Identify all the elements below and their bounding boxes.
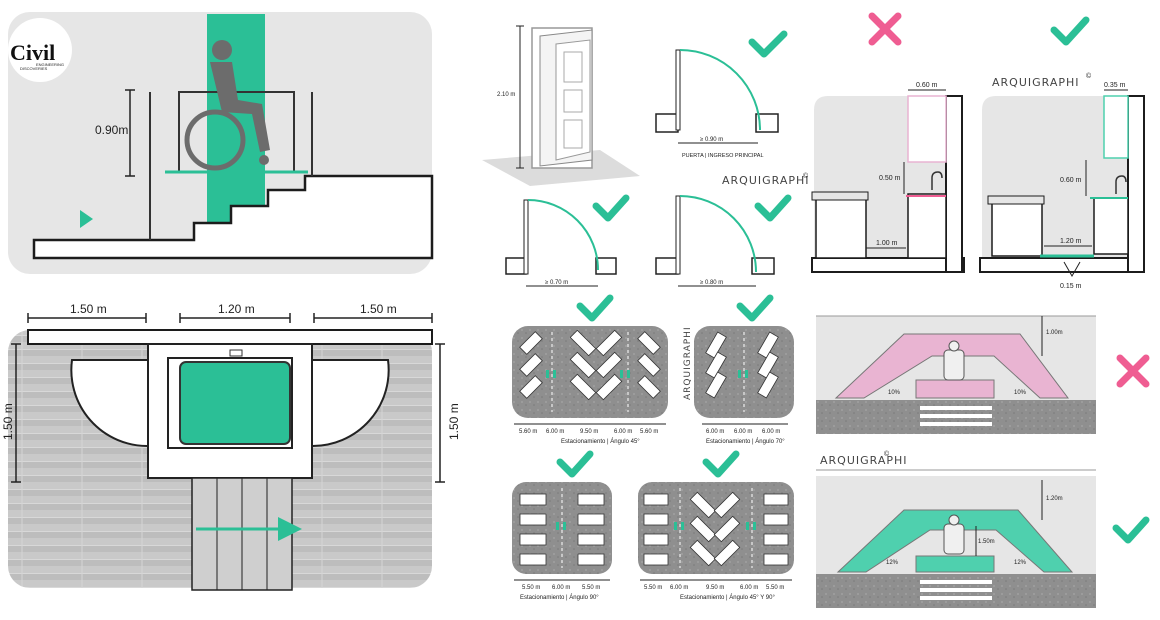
logo-text: Civil [10, 40, 55, 65]
check-mark-icon [748, 30, 788, 58]
sink-right-gap: 0.60 m [1060, 177, 1082, 184]
brand-copyright-doors: © [803, 172, 809, 180]
brand-mark-sinks: ARQUIGRAPHI [992, 76, 1080, 89]
parked-cars [519, 329, 661, 401]
left-landing [70, 359, 149, 448]
p4590-dim-4: 6.00 m [740, 585, 758, 591]
plan-left-height: 1.50 m [1, 403, 15, 440]
parking-90: 5.50 m 6.00 m 5.50 m Estacionamiento | Á… [512, 450, 612, 601]
sink-wrong-floor: 1.00 m [876, 240, 898, 247]
p45-dim-2: 6.00 m [546, 429, 564, 435]
check-mark-icon [736, 294, 774, 322]
wheelchair-user-icon [943, 340, 965, 381]
sink-right-plinth: 0.15 m [1060, 283, 1082, 290]
brand-mark-crossing: ARQUIGRAPHI [820, 454, 908, 467]
p90-dim-1: 5.50 m [522, 585, 540, 591]
door1-width: ≥ 0.90 m [700, 137, 723, 143]
crossing-wrong-slope-right: 10% [1014, 390, 1027, 396]
p70-dim-1: 6.00 m [706, 429, 724, 435]
lift-elevation-panel: Civil ENGINEERING DISCOVERIES 0.90m [8, 12, 434, 274]
door-plan-1: ≥ 0.90 m PUERTA | INGRESO PRINCIPAL [655, 30, 788, 159]
check-mark-icon [592, 194, 630, 222]
parking-70: ARQUIGRAPHI 6.00 m 6.00 m 6.00 m Estacio… [683, 294, 794, 445]
door-plan-2: ≥ 0.70 m [505, 194, 630, 287]
p90-dim-3: 5.50 m [582, 585, 600, 591]
p4590-dim-5: 5.50 m [766, 585, 784, 591]
door3-width: ≥ 0.80 m [700, 280, 723, 286]
plan-right-height: 1.50 m [447, 403, 461, 440]
plan-left-width: 1.50 m [70, 302, 107, 316]
door1-caption: PUERTA | INGRESO PRINCIPAL [682, 153, 764, 159]
brand-copyright-crossing: © [884, 450, 890, 458]
platform-plan-panel: 1.50 m 1.20 m 1.50 m 1.50 m 1.50 m [1, 302, 461, 591]
check-mark-icon [1112, 516, 1150, 544]
check-mark-icon [754, 194, 792, 222]
p90-caption: Estacionamiento | Ángulo 90° [520, 594, 599, 601]
crossing-wrong-height: 1.00m [1046, 330, 1063, 336]
logo-subtitle-1: ENGINEERING [36, 62, 64, 67]
sink-right-floor: 1.20 m [1060, 238, 1082, 245]
sink-right: ARQUIGRAPHI © 0.35 m 0.60 m 1.20 m 0.15 … [979, 16, 1145, 290]
door-3d-figure: 2.10 m [482, 25, 640, 186]
check-mark-icon [702, 450, 740, 478]
p4590-dim-3: 9.50 m [706, 585, 724, 591]
crossing-right-platform: 1.50m [978, 539, 995, 545]
crossing-right: ARQUIGRAPHI © 1.20m 1.50m 12% 12% [816, 450, 1150, 608]
door-height-label: 2.10 m [497, 92, 515, 98]
brand-copyright-sinks: © [1086, 72, 1092, 80]
p45-dim-3: 9.50 m [580, 429, 598, 435]
sink-right-cabinet: 0.35 m [1104, 82, 1126, 89]
crossing-wrong-slope-left: 10% [888, 390, 901, 396]
plan-center-width: 1.20 m [218, 302, 255, 316]
parking-45-90: 5.50 m 6.00 m 9.50 m 6.00 m 5.50 m Estac… [638, 450, 794, 601]
check-mark-icon [576, 294, 614, 322]
brand-mark-parking: ARQUIGRAPHI [683, 326, 693, 400]
wheelchair-user-icon [184, 40, 270, 171]
p4590-dim-2: 6.00 m [670, 585, 688, 591]
check-mark-icon [1050, 16, 1090, 46]
door-icon [555, 39, 591, 161]
door2-width: ≥ 0.70 m [545, 280, 568, 286]
p70-caption: Estacionamiento | Ángulo 70° [706, 438, 785, 445]
p70-dim-3: 6.00 m [762, 429, 780, 435]
lift-platform-plan [179, 361, 291, 445]
right-landing [311, 359, 390, 448]
crossing-wrong: 1.00m 10% 10% [816, 315, 1150, 434]
p45-dim-5: 5.60 m [640, 429, 658, 435]
crossing-right-slope-left: 12% [886, 560, 899, 566]
sink-wrong-gap: 0.50 m [879, 175, 901, 182]
civil-logo: Civil ENGINEERING DISCOVERIES [8, 18, 72, 82]
p70-dim-2: 6.00 m [734, 429, 752, 435]
stair-profile [32, 174, 434, 260]
brand-mark-doors: ARQUIGRAPHI [722, 174, 810, 187]
crossing-right-slope-right: 12% [1014, 560, 1027, 566]
wheelchair-user-icon [943, 514, 965, 555]
sink-wrong: 0.60 m 0.50 m 1.00 m [811, 12, 965, 273]
sink-wrong-cabinet: 0.60 m [916, 82, 938, 89]
p4590-dim-1: 5.50 m [644, 585, 662, 591]
x-mark-icon [868, 12, 902, 46]
x-mark-icon [1116, 354, 1150, 388]
check-mark-icon [556, 450, 594, 478]
plan-right-width: 1.50 m [360, 302, 397, 316]
logo-subtitle-2: DISCOVERIES [20, 66, 48, 71]
p45-dim-4: 6.00 m [614, 429, 632, 435]
p4590-caption: Estacionamiento | Ángulo 45° Y 90° [680, 594, 775, 601]
play-triangle-icon [80, 210, 93, 228]
lift-height-label: 0.90m [95, 123, 128, 137]
p45-dim-1: 5.60 m [519, 429, 537, 435]
parking-45: 5.60 m 6.00 m 9.50 m 6.00 m 5.60 m Estac… [512, 294, 668, 445]
door-plan-3: ≥ 0.80 m [655, 194, 792, 287]
crossing-right-height: 1.20m [1046, 496, 1063, 502]
p90-dim-2: 6.00 m [552, 585, 570, 591]
p45-caption: Estacionamiento | Ángulo 45° [561, 438, 640, 445]
